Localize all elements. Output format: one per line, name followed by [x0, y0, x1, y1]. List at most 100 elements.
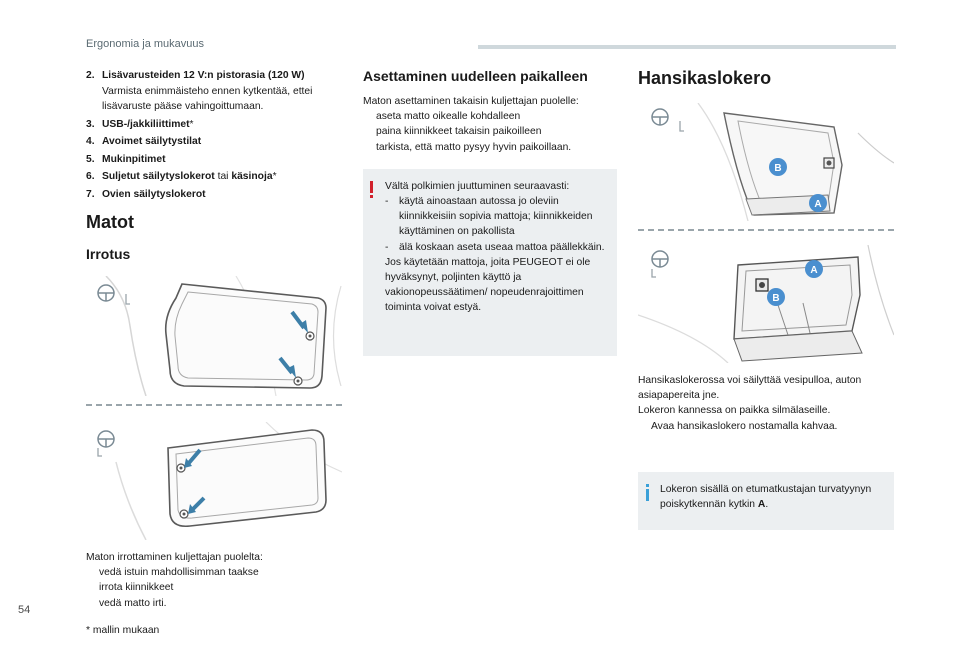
dash-marker: - — [385, 196, 389, 208]
bullet-arrow-icon — [86, 580, 99, 595]
warning-outro: Jos käytetään mattoja, joita PEUGEOT ei … — [385, 256, 591, 314]
header-bar — [478, 45, 896, 49]
glovebox-figure-closed: B A — [638, 103, 894, 221]
floor-mat-removal-figure-2 — [86, 422, 342, 540]
reinstall-instructions: Maton asettaminen takaisin kuljettajan p… — [363, 94, 617, 155]
figure-divider — [638, 229, 894, 231]
label-a-marker — [809, 194, 827, 212]
info-text-end: . — [765, 499, 769, 511]
column-right: Hansikaslokero B A — [638, 68, 894, 531]
seat-icon — [97, 448, 102, 457]
item-text: Lisävarusteiden 12 V:n pistorasia (120 W… — [102, 68, 342, 115]
item-number: 4. — [86, 136, 95, 147]
floor-mat-illustration-2 — [97, 422, 342, 540]
label-b: B — [774, 163, 781, 174]
figure-divider — [86, 404, 342, 406]
item-text: Mukinpitimet — [102, 152, 166, 168]
item-number: 5. — [86, 153, 95, 165]
label-a: A — [814, 199, 821, 210]
item-connector: tai — [214, 171, 232, 182]
bullet-text: vedä istuin mahdollisimman taakse — [99, 567, 259, 579]
label-b: B — [772, 293, 779, 304]
item-title: USB-/jakkiliittimet — [102, 118, 190, 130]
floor-mat-removal-figure-1 — [86, 276, 342, 396]
item-text: Avoimet säilytystilat — [102, 134, 201, 150]
column-left: 2. Lisävarusteiden 12 V:n pistorasia (12… — [86, 68, 342, 636]
bullet-text: irrota kiinnikkeet — [99, 582, 174, 594]
warning-item: -älä koskaan aseta useaa mattoa päällekk… — [385, 240, 609, 255]
label-a-marker — [805, 260, 823, 278]
warning-box: Vältä polkimien juuttuminen seuraavasti:… — [363, 168, 617, 356]
glovebox-description: Hansikaslokerossa voi säilyttää vesipull… — [638, 373, 894, 434]
list-item: 6. Suljetut säilytyslokerot tai käsinoja… — [86, 169, 342, 185]
steering-wheel-icon — [97, 430, 115, 448]
bullet-item: irrota kiinnikkeet — [86, 580, 342, 595]
list-item: 4. Avoimet säilytystilat — [86, 134, 342, 150]
info-switch-label: A — [757, 499, 766, 511]
bullet-text: paina kiinnikkeet takaisin paikoilleen — [376, 126, 542, 138]
footnote-text: mallin mukaan — [92, 624, 160, 636]
item-title: Suljetut säilytyslokerot — [102, 171, 215, 182]
floor-mat-illustration — [97, 276, 342, 396]
bullet-arrow-icon — [86, 596, 99, 611]
bullet-item: vedä istuin mahdollisimman taakse — [86, 565, 342, 580]
steering-wheel-icon — [97, 284, 115, 302]
bullet-item: tarkista, että matto pysyy hyvin paikoil… — [363, 140, 617, 155]
section-title: Matot — [86, 212, 134, 232]
item-title: Mukinpitimet — [102, 153, 166, 165]
item-text: Ovien säilytyslokerot — [102, 187, 206, 203]
item-description: Varmista enimmäisteho ennen kytkentää, e… — [102, 85, 313, 113]
reinstall-title: Asettaminen uudelleen paikalleen — [363, 68, 588, 84]
bullet-text: Avaa hansikaslokero nostamalla kahvaa. — [651, 420, 838, 432]
warning-intro: Vältä polkimien juuttuminen seuraavasti: — [385, 180, 570, 192]
glovebox-title: Hansikaslokero — [638, 68, 772, 88]
item-number: 7. — [86, 188, 95, 200]
footnote: * mallin mukaan — [86, 625, 342, 636]
warning-item: -käytä ainoastaan autossa jo oleviin kii… — [385, 194, 609, 240]
label-b-marker — [767, 288, 785, 306]
bullet-item: vedä matto irti. — [86, 596, 342, 611]
warning-exclamation-icon — [369, 180, 375, 199]
label-b-marker — [769, 158, 787, 176]
bullet-arrow-icon — [363, 109, 376, 124]
item-text: Suljetut säilytyslokerot tai käsinoja* — [102, 169, 277, 185]
seat-icon — [125, 294, 130, 305]
list-item: 2. Lisävarusteiden 12 V:n pistorasia (12… — [86, 68, 342, 115]
dash-marker: - — [385, 241, 389, 253]
bullet-arrow-icon — [363, 140, 376, 155]
list-item: 3. USB-/jakkiliittimet* — [86, 117, 342, 133]
bullet-arrow-icon — [638, 419, 651, 434]
bullet-arrow-icon — [86, 565, 99, 580]
bullet-text: tarkista, että matto pysyy hyvin paikoil… — [376, 141, 572, 153]
glovebox-illustration: B A — [651, 103, 894, 221]
item-title: Ovien säilytyslokerot — [102, 188, 206, 200]
steering-wheel-icon — [651, 108, 669, 126]
bullet-text: vedä matto irti. — [99, 597, 167, 609]
item-suffix: * — [189, 118, 194, 130]
info-box: Lokeron sisällä on etumatkustajan turvat… — [638, 471, 894, 531]
item-title-2: käsinoja — [231, 171, 273, 182]
seat-icon — [679, 121, 684, 132]
glovebox-para-1: Hansikaslokerossa voi säilyttää vesipull… — [638, 375, 862, 402]
bullet-arrow-icon — [363, 124, 376, 139]
removal-instructions: Maton irrottaminen kuljettajan puolelta:… — [86, 550, 342, 611]
glovebox-open-illustration: B A — [638, 245, 894, 363]
footnote-mark: * — [86, 624, 91, 636]
item-text: USB-/jakkiliittimet* — [102, 117, 194, 133]
instructions-intro: Maton irrottaminen kuljettajan puolelta: — [86, 552, 263, 563]
numbered-list: 2. Lisävarusteiden 12 V:n pistorasia (12… — [86, 68, 342, 202]
warning-item-text: älä koskaan aseta useaa mattoa päällekkä… — [399, 241, 605, 253]
list-item: 7. Ovien säilytyslokerot — [86, 187, 342, 203]
steering-wheel-icon — [651, 250, 669, 268]
page-number: 54 — [18, 604, 31, 616]
info-text: Lokeron sisällä on etumatkustajan turvat… — [660, 483, 872, 511]
list-item: 5. Mukinpitimet — [86, 152, 342, 168]
glovebox-figure-open: B A — [638, 245, 894, 363]
info-icon — [646, 483, 651, 502]
item-number: 3. — [86, 118, 95, 130]
chapter-title: Ergonomia ja mukavuus — [86, 38, 205, 50]
bullet-item: aseta matto oikealle kohdalleen — [363, 109, 617, 124]
bullet-item: paina kiinnikkeet takaisin paikoilleen — [363, 124, 617, 139]
warning-item-text: käytä ainoastaan autossa jo oleviin kiin… — [399, 196, 593, 238]
label-a: A — [810, 265, 817, 276]
